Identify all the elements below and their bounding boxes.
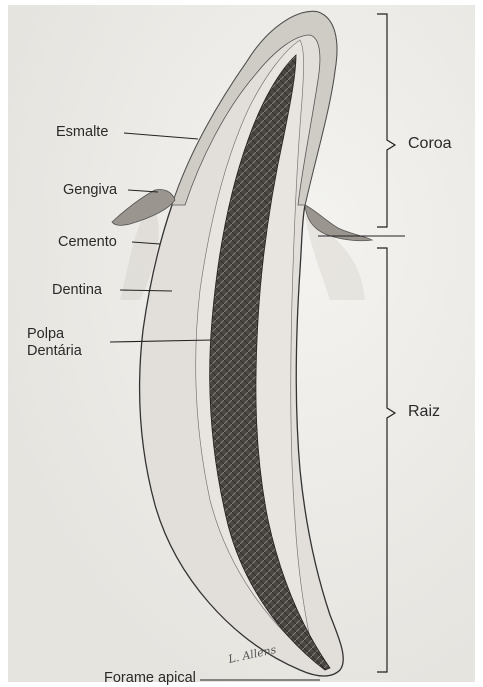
label-coroa: Coroa [408, 135, 452, 152]
label-polpa-dentaria: Polpa Dentária [27, 326, 82, 360]
label-cemento: Cemento [58, 234, 117, 251]
label-forame-apical: Forame apical [104, 670, 196, 687]
label-esmalte: Esmalte [56, 124, 108, 141]
label-raiz: Raiz [408, 403, 440, 420]
label-dentina: Dentina [52, 282, 102, 299]
label-gengiva: Gengiva [63, 182, 117, 199]
